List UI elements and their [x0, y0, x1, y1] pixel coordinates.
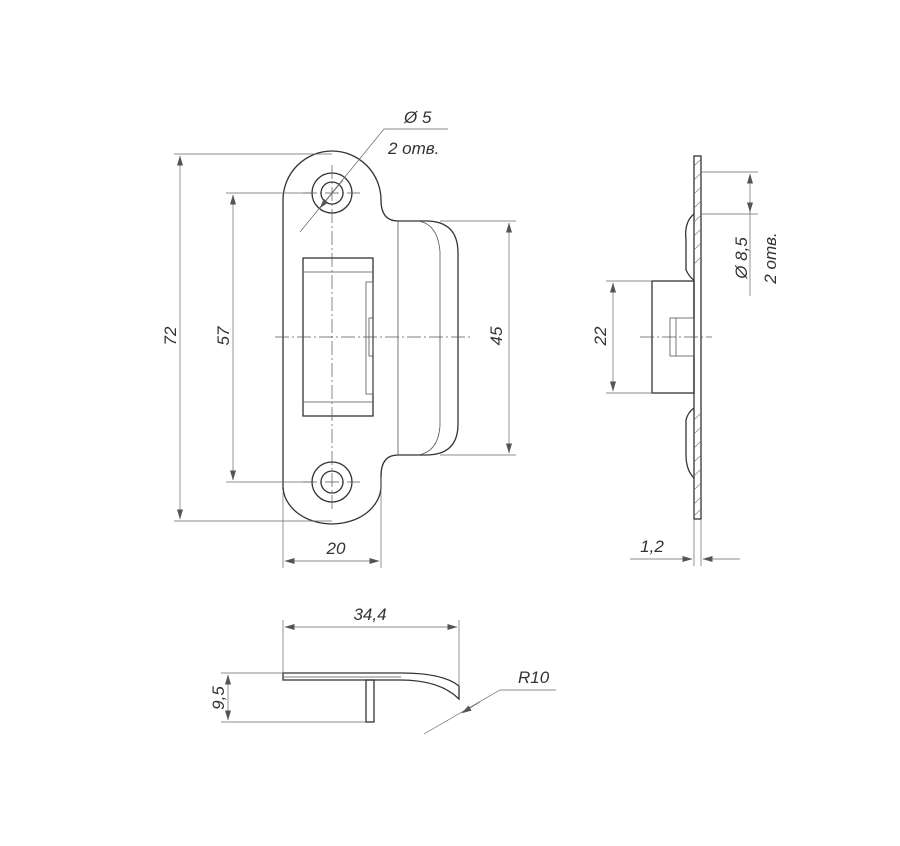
leader-bend-radius [423, 689, 556, 735]
bottom-latch-leg [365, 679, 375, 723]
dim-plate-thickness: 1,2 [640, 537, 664, 556]
front-tongue-edge [417, 220, 441, 456]
dim-tongue-height: 45 [487, 326, 506, 345]
side-plate-hatching [693, 158, 702, 517]
front-hole-count: 2 отв. [387, 139, 439, 158]
dim-hole-spacing: 57 [214, 326, 233, 345]
side-countersink-bottom [685, 407, 695, 479]
bottom-view: 34,4 9,5 R10 [209, 605, 556, 735]
dim-bend-radius: R10 [518, 668, 550, 687]
front-plate-outline [282, 150, 459, 525]
dim-plate-width: 20 [326, 539, 346, 558]
front-view: 72 57 45 20 Ø 5 2 отв. [161, 108, 516, 568]
side-hole-diameter: Ø 8,5 [732, 237, 751, 280]
side-countersink-top [685, 213, 695, 281]
leader-hole-diameter [299, 128, 448, 233]
dim-overall-length: 34,4 [353, 605, 386, 624]
side-plate [693, 155, 702, 520]
bottom-plate-profile [282, 672, 460, 701]
latch-tab [365, 281, 374, 395]
dim-box-height: 22 [591, 326, 610, 346]
dim-depth: 9,5 [209, 686, 228, 710]
side-view: 22 Ø 8,5 2 отв. 1,2 [591, 155, 780, 566]
dim-overall-height: 72 [161, 326, 180, 345]
front-hole-diameter: Ø 5 [403, 108, 432, 127]
side-hole-count: 2 отв. [761, 232, 780, 284]
